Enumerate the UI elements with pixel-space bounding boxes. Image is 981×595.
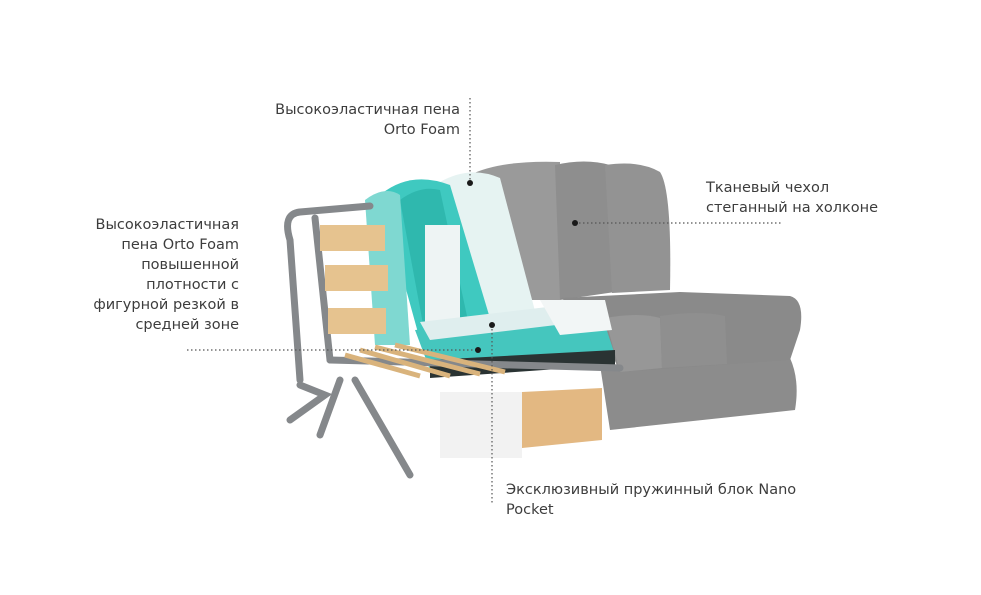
- callout-line: Orto Foam: [383, 122, 460, 138]
- seat-slats: [344, 342, 506, 379]
- callout-line: Тканевый чехол: [706, 180, 830, 196]
- callout-line: средней зоне: [135, 317, 239, 333]
- callout-top-foam: Высокоэластичная пена Orto Foam: [275, 100, 460, 140]
- callout-side-foam: Высокоэластичная пена Orto Foam повышенн…: [93, 215, 239, 335]
- callout-line: Pocket: [506, 502, 554, 518]
- sofa-seat: [560, 292, 802, 372]
- callout-cover: Тканевый чехол стеганный на холконе: [706, 178, 878, 218]
- wood-panel: [522, 388, 602, 448]
- callout-line: повышенной: [141, 257, 239, 273]
- callout-line: плотности с: [146, 277, 239, 293]
- leader-dots: [467, 180, 578, 353]
- callout-line: стеганный на холконе: [706, 200, 879, 216]
- callout-line: пена Orto Foam: [121, 237, 239, 253]
- callout-spring-block: Эксклюзивный пружинный блок Nano Pocket: [506, 480, 796, 520]
- callout-line: фигурной резкой в: [93, 297, 239, 313]
- callout-line: Высокоэластичная: [95, 217, 239, 233]
- sofa-base: [440, 358, 797, 458]
- leader-lines: [187, 98, 783, 503]
- callout-line: Высокоэластичная пена: [275, 102, 460, 118]
- drawer-front: [440, 392, 522, 458]
- back-slats: [320, 225, 388, 334]
- callout-line: Эксклюзивный пружинный блок Nano: [506, 482, 797, 498]
